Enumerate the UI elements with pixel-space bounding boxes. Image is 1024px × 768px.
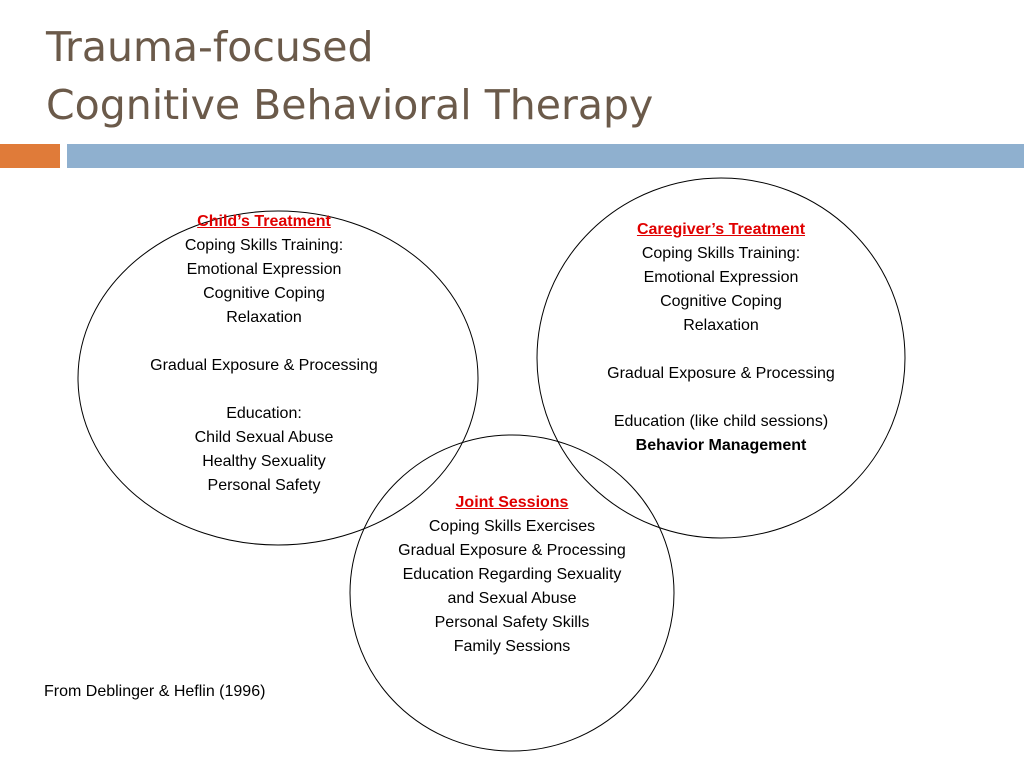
child-line: Coping Skills Training:	[184, 237, 344, 254]
child-treatment-circle	[77, 210, 479, 546]
joint-line: and Sexual Abuse	[447, 590, 577, 607]
page-title: Trauma-focused Cognitive Behavioral Ther…	[46, 18, 653, 134]
caregiver-line: Relaxation	[683, 317, 759, 334]
child-line: Emotional Expression	[186, 261, 342, 278]
accent-bar-orange	[0, 144, 60, 168]
caregiver-treatment-circle	[536, 177, 906, 539]
child-treatment-text: Child’s Treatment Coping Skills Training…	[94, 210, 434, 498]
accent-bar-blue	[67, 144, 1024, 168]
caregiver-treatment-heading: Caregiver’s Treatment	[636, 221, 806, 238]
child-exposure: Gradual Exposure & Processing	[150, 357, 378, 374]
title-line-1: Trauma-focused	[46, 23, 374, 71]
child-treatment-heading: Child’s Treatment	[197, 213, 331, 230]
child-line: Relaxation	[226, 309, 302, 326]
joint-sessions-heading: Joint Sessions	[455, 494, 569, 511]
title-line-2: Cognitive Behavioral Therapy	[46, 81, 654, 129]
child-education-label: Education:	[226, 405, 302, 422]
joint-line: Personal Safety Skills	[434, 614, 590, 631]
source-citation: From Deblinger & Heflin (1996)	[44, 683, 266, 700]
caregiver-exposure: Gradual Exposure & Processing	[607, 365, 835, 382]
caregiver-education: Education (like child sessions)	[613, 413, 829, 430]
joint-line: Gradual Exposure & Processing	[398, 542, 626, 559]
child-education-item: Child Sexual Abuse	[194, 429, 334, 446]
caregiver-treatment-text: Caregiver’s Treatment Coping Skills Trai…	[551, 218, 891, 458]
joint-sessions-circle	[349, 434, 675, 752]
caregiver-line: Cognitive Coping	[660, 293, 782, 310]
caregiver-line: Emotional Expression	[643, 269, 799, 286]
child-education-item: Healthy Sexuality	[202, 453, 326, 470]
joint-sessions-text: Joint Sessions Coping Skills Exercises G…	[352, 491, 672, 659]
child-education-item: Personal Safety	[207, 477, 321, 494]
joint-line: Coping Skills Exercises	[428, 518, 596, 535]
joint-line: Family Sessions	[453, 638, 571, 655]
caregiver-behavior-management: Behavior Management	[635, 437, 807, 454]
child-line: Cognitive Coping	[203, 285, 325, 302]
caregiver-line: Coping Skills Training:	[641, 245, 801, 262]
joint-line: Education Regarding Sexuality	[402, 566, 622, 583]
